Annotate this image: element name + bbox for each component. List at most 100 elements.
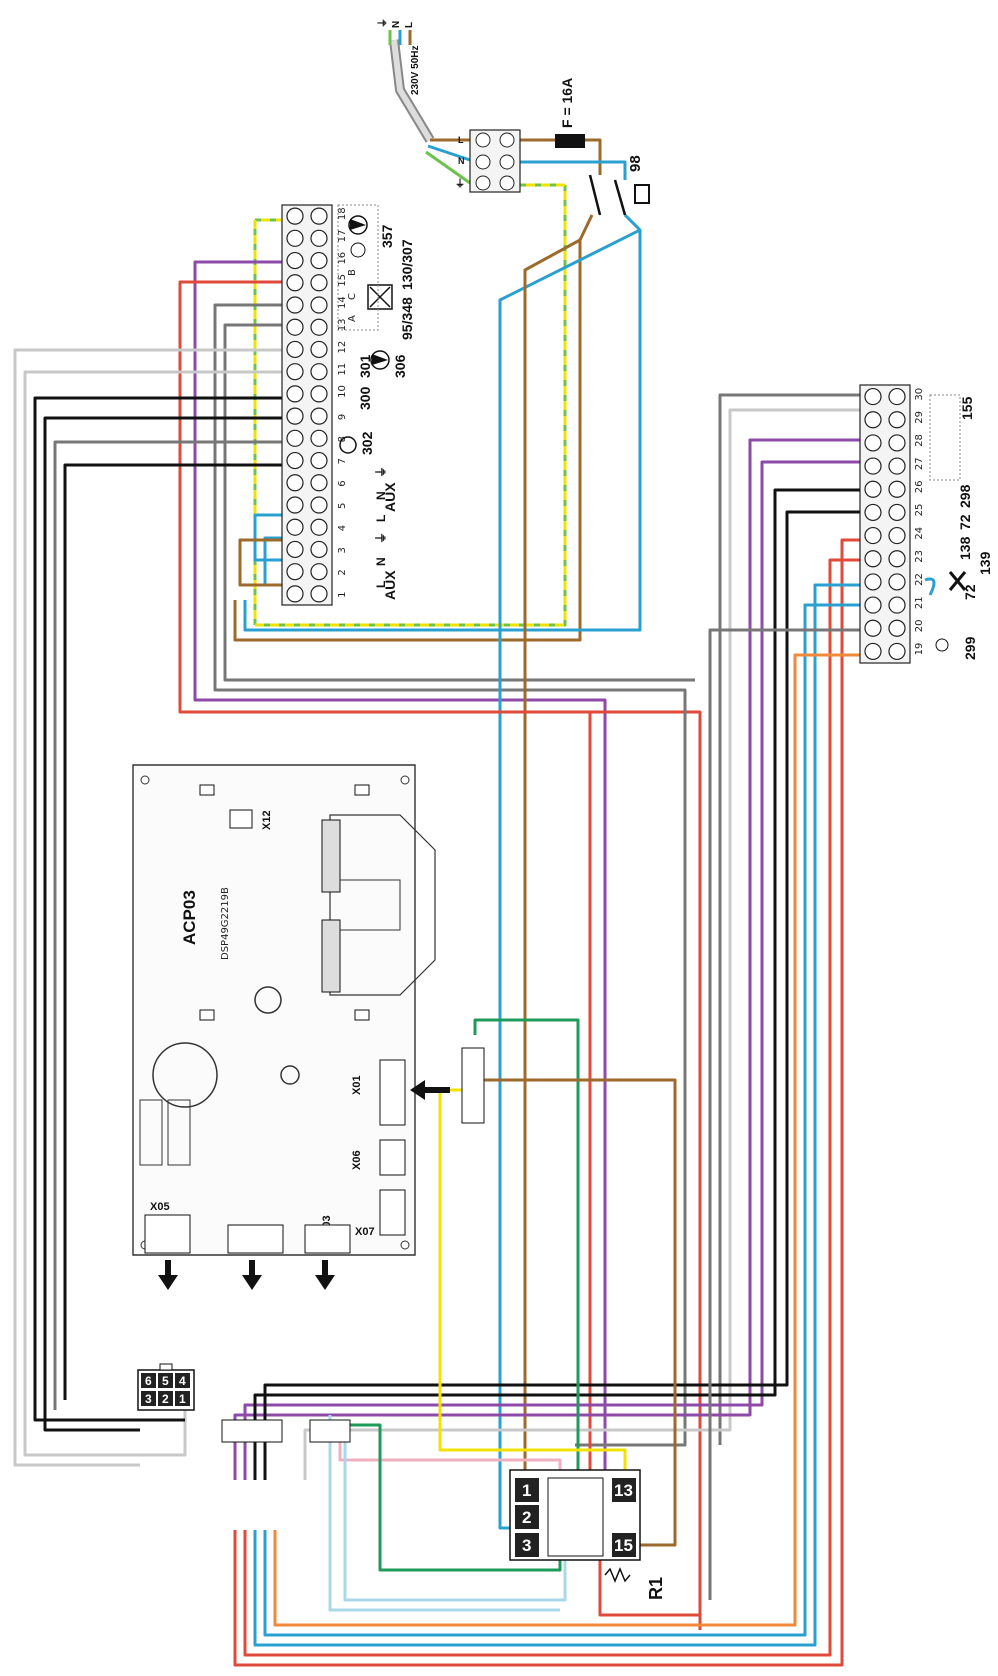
terminal-a-number: 10 (337, 385, 348, 398)
terminal-b-number: 27 (914, 457, 925, 470)
wire-lightblue2 (328, 1415, 560, 1612)
terminal-a-screw (286, 518, 304, 536)
wire-blue-b1 (253, 583, 862, 1647)
terminal-b-screw (888, 596, 906, 614)
wire-aux-blue1 (253, 513, 285, 562)
wire-lgrey-a1 (13, 348, 285, 1467)
wire-switch-blue (243, 213, 642, 632)
plug-6-pin (175, 1373, 190, 1388)
wire-grey-b2 (303, 408, 862, 1480)
terminal-a-screw (286, 429, 304, 447)
terminal-a-screw (310, 540, 328, 559)
terminal-b-number: 29 (914, 411, 925, 424)
terminal-a-screw (310, 274, 328, 292)
aux2-l: L (374, 515, 388, 522)
terminal-a-number: 7 (337, 458, 348, 464)
valve-port-c: C (347, 293, 358, 300)
plug-6-pin-number: 5 (162, 1374, 169, 1388)
terminal-b-screw (864, 596, 882, 614)
terminal-a-screw (310, 407, 328, 425)
terminal-b-screw (864, 503, 882, 522)
terminal-b-screw (888, 457, 906, 475)
wire-red-b1 (233, 538, 862, 1667)
x07-label: X07 (355, 1226, 375, 1238)
terminal-a-number: 5 (337, 503, 348, 509)
wire-brown-x01 (480, 1078, 677, 1547)
terminal-a-number: 14 (337, 296, 348, 309)
terminal-b-screw (888, 642, 906, 661)
mains-terminal-screw-6 (499, 175, 515, 191)
terminal-b-screw (888, 526, 906, 545)
plug-8-pin (309, 1419, 351, 1443)
terminal-block-a-screws (286, 207, 328, 603)
valve-port-a: A (347, 315, 358, 322)
terminal-a-screw (286, 340, 304, 359)
board-clip-3 (199, 1009, 215, 1021)
valve-port-b: B (347, 269, 358, 276)
terminal-b-number: 20 (914, 620, 925, 633)
terminal-a-screw (286, 229, 304, 247)
plug-10-pin (221, 1419, 283, 1443)
terminal-a-screw (286, 451, 304, 470)
fuse-symbol (555, 134, 585, 148)
terminal-a-screw (310, 251, 328, 270)
terminal-a-number: 6 (337, 480, 348, 486)
component-299: 299 (962, 636, 978, 660)
wire-black-a3 (63, 463, 285, 1400)
fuse-label: F = 16A (559, 78, 575, 128)
terminal-a-screw (310, 563, 328, 581)
arrow-up-icon-1 (158, 1260, 178, 1290)
terminal-b-screw (864, 457, 882, 475)
plug-6-pin-number: 6 (145, 1374, 152, 1388)
board-knob-2 (280, 1065, 300, 1085)
plug-6-pin-number: 1 (179, 1392, 186, 1406)
arrow-left-icon (410, 1080, 450, 1100)
x03-bottom-connector (304, 1224, 351, 1254)
terminal-a-number: 17 (337, 230, 348, 243)
wire-lgrey-a2 (23, 370, 285, 1457)
x01-plug (461, 1047, 485, 1124)
x01-connector (379, 1059, 406, 1126)
component-72: 72 (957, 514, 973, 530)
terminal-a-screw (286, 540, 304, 559)
component-298: 298 (957, 484, 973, 508)
terminal-a-screw (286, 318, 304, 336)
board-mounting-hole-1 (140, 775, 150, 785)
ribbon-connector-2 (321, 919, 341, 993)
plug-6-pin (175, 1391, 190, 1406)
terminal-b-screw (888, 434, 906, 452)
wire-grey-b3 (708, 628, 862, 1600)
wire-green-x01 (473, 1018, 580, 1500)
wire-grey-a2 (223, 323, 695, 682)
plug-6-pin-number: 3 (145, 1392, 152, 1406)
wire-brown-main (523, 238, 581, 1500)
aux1-n: N (374, 557, 388, 566)
wire-grey-a (213, 303, 687, 1447)
wire-mains-n (427, 144, 471, 162)
aux2-n: N (374, 491, 388, 500)
terminal-a-number: 18 (337, 207, 348, 220)
pump-icon-306 (372, 354, 388, 365)
wire-purple-a (193, 260, 607, 1480)
terminal-b-number: 28 (914, 434, 925, 447)
aux-label-1: AUX (382, 570, 398, 600)
terminal-a-number: 12 (337, 341, 348, 354)
component-95-348: 95/348 (399, 297, 415, 340)
terminal-b-screw (888, 550, 906, 568)
terminal-b-number: 22 (914, 573, 925, 586)
terminal-block-b-screws (864, 387, 906, 661)
wire-orange-b (273, 653, 862, 1627)
relay-pin-number: 2 (522, 1508, 531, 1527)
relay-block-1 (139, 1099, 163, 1166)
terminal-b-screw (888, 503, 906, 522)
arrow-up-icon-2 (242, 1260, 262, 1290)
relay-pin (612, 1533, 636, 1557)
component-72b: 72 (962, 584, 978, 600)
component-306: 306 (392, 354, 408, 378)
